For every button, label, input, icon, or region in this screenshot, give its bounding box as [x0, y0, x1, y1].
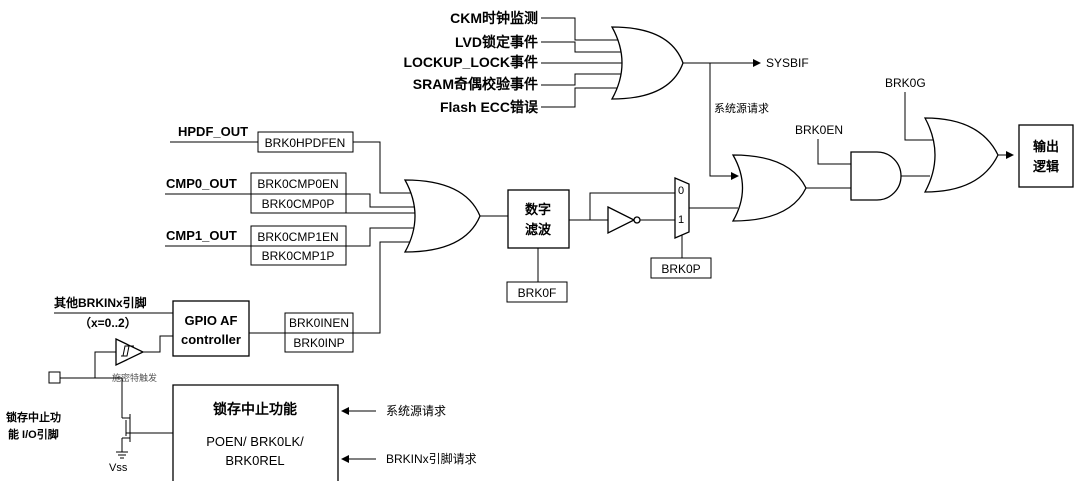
reg-brk0f [506, 281, 568, 303]
lock-block-line-2: BRK0REL [225, 453, 284, 468]
gpio-af-controller-box [172, 300, 250, 357]
inverter-bubble [633, 216, 641, 224]
system-request-label: 系统源请求 [714, 101, 769, 115]
reg-brk0cmp0p [250, 193, 347, 214]
reg-brk0cmp0en-label: BRK0CMP0EN [257, 177, 338, 191]
mux-input-0-label: 0 [678, 185, 684, 197]
schmitt-trigger-label: 施密特触发 [112, 372, 157, 383]
reg-brk0cmp0p-label: BRK0CMP0P [262, 197, 335, 211]
system-or-gate [610, 26, 684, 100]
system-request-wire [709, 63, 739, 180]
lock-pin-label-1: 锁存中止功 [6, 410, 61, 424]
reg-brk0hpdfen-label: BRK0HPDFEN [265, 136, 346, 150]
digital-filter-box [507, 189, 570, 249]
pull-down-transistor [116, 414, 173, 459]
reg-brk0cmp1p-label: BRK0CMP1P [262, 249, 335, 263]
reg-brk0inen-label: BRK0INEN [289, 316, 349, 330]
digital-filter-label-2: 滤波 [525, 222, 552, 237]
polarity-mux [674, 177, 690, 239]
reg-brk0cmp1p [250, 245, 347, 266]
reg-brk0f-label: BRK0F [518, 286, 557, 300]
digital-filter-label-1: 数字 [525, 202, 551, 217]
reg-brk0p [650, 257, 712, 279]
lock-sys-request-label: 系统源请求 [386, 404, 446, 418]
source-sram-label: SRAM奇偶校验事件 [413, 76, 538, 92]
reg-brk0inp [284, 332, 354, 353]
other-pins-label: 其他BRKINx引脚 [54, 295, 147, 310]
brk0g-label: BRK0G [885, 76, 926, 90]
reg-brk0p-label: BRK0P [661, 262, 700, 276]
register-boxes: BRK0HPDFEN BRK0CMP0EN BRK0CMP0P BRK0CMP1… [250, 131, 354, 353]
sysbif-label: SYSBIF [766, 56, 809, 70]
source-flash-label: Flash ECC错误 [440, 99, 539, 115]
enable-and-gate [850, 151, 902, 201]
other-pins-range-label: （x=0..2） [79, 315, 137, 330]
brk0en-label: BRK0EN [795, 123, 843, 137]
cmp1-input-label: CMP1_OUT [166, 228, 237, 243]
input-or-gate [403, 179, 481, 253]
lock-block-line-1: POEN/ BRK0LK/ [206, 434, 304, 449]
lock-function-block [172, 384, 339, 481]
lock-block-title: 锁存中止功能 [213, 401, 297, 417]
inverter-gate [607, 205, 636, 235]
reg-brk0cmp1en-label: BRK0CMP1EN [257, 230, 338, 244]
output-logic-label-1: 输出 [1033, 139, 1059, 154]
gpio-af-label-2: controller [181, 332, 241, 347]
mux-input-1-label: 1 [678, 214, 684, 226]
cmp0-input-label: CMP0_OUT [166, 176, 237, 191]
input-labels: HPDF_OUT CMP0_OUT CMP1_OUT [166, 124, 248, 243]
hpdf-input-label: HPDF_OUT [178, 124, 248, 139]
vss-label: Vss [109, 462, 128, 474]
output-or-gate [923, 117, 999, 193]
lock-brkin-request-label: BRKINx引脚请求 [386, 451, 477, 466]
break-or-gate [731, 154, 807, 222]
source-wires [541, 17, 627, 108]
source-labels: CKM时钟监测 LVD锁定事件 LOCKUP_LOCK事件 SRAM奇偶校验事件… [403, 10, 539, 115]
output-logic-box [1018, 124, 1074, 188]
source-lvd-label: LVD锁定事件 [455, 34, 538, 50]
input-or-wires [346, 141, 416, 334]
io-pin-pad [48, 371, 61, 384]
source-ckm-label: CKM时钟监测 [450, 10, 538, 26]
lock-pin-label-2: 能 I/O引脚 [8, 427, 59, 441]
reg-brk0inp-label: BRK0INP [293, 336, 344, 350]
gpio-af-label-1: GPIO AF [185, 313, 238, 328]
schmitt-trigger-buffer [115, 337, 145, 367]
output-logic-label-2: 逻辑 [1033, 159, 1059, 174]
source-lockup-label: LOCKUP_LOCK事件 [403, 54, 538, 70]
